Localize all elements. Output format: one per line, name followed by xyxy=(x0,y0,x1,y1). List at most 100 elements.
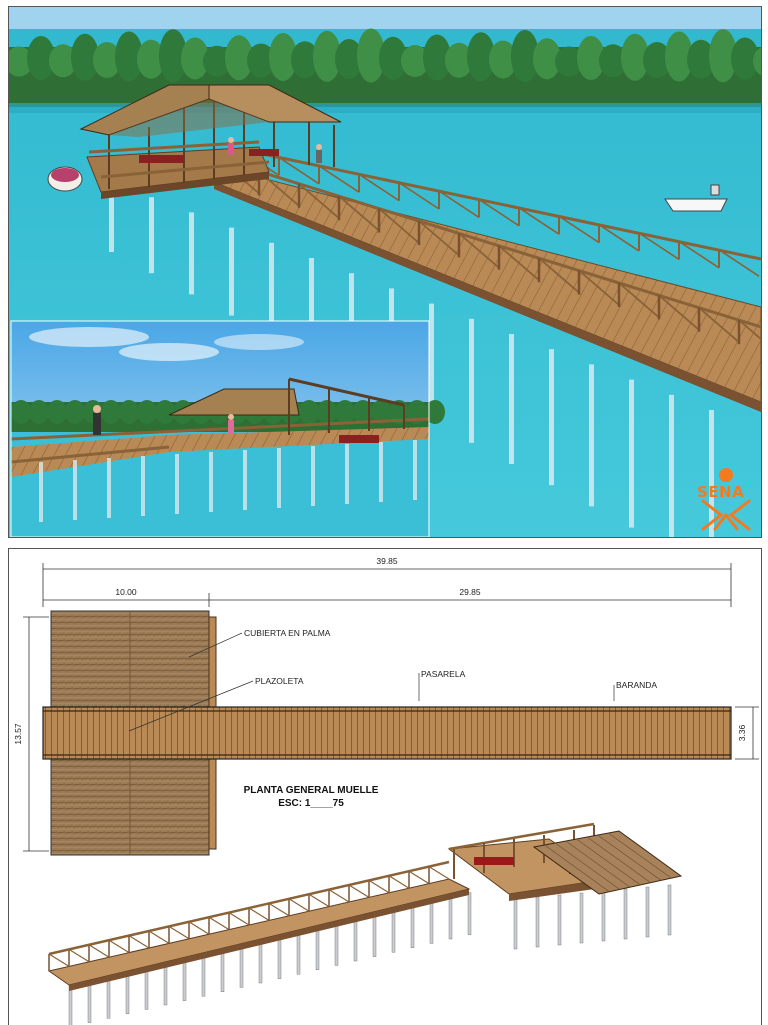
tree xyxy=(731,37,759,80)
roof-line xyxy=(565,840,631,888)
tree xyxy=(489,40,517,79)
pile xyxy=(372,914,377,957)
rail-brace xyxy=(478,198,520,227)
boat-left xyxy=(47,166,83,192)
pile xyxy=(667,884,672,936)
pile xyxy=(243,450,247,510)
pile xyxy=(175,454,179,514)
pile xyxy=(269,242,274,337)
pile xyxy=(107,458,111,518)
pile xyxy=(109,182,114,252)
tree xyxy=(49,44,77,78)
plan-title: PLANTA GENERAL MUELLE xyxy=(244,785,379,796)
plan-scale: ESC: 1____75 xyxy=(278,798,344,809)
pile xyxy=(296,932,301,975)
rail-brace xyxy=(148,930,170,944)
walkway-plan xyxy=(42,706,732,760)
tree xyxy=(119,400,139,424)
pile xyxy=(144,967,149,1010)
pile xyxy=(410,905,415,948)
rail-brace xyxy=(308,893,330,908)
tree xyxy=(137,400,157,424)
tree xyxy=(753,47,761,76)
rail-brace xyxy=(618,282,660,319)
tree xyxy=(71,33,99,81)
tree xyxy=(687,39,715,79)
rail-brace xyxy=(678,240,720,269)
tree xyxy=(47,400,67,424)
label-cubierta: CUBIERTA EN PALMA xyxy=(244,628,331,638)
rail-brace xyxy=(638,232,680,261)
render-view-inset xyxy=(10,320,445,537)
tree xyxy=(9,46,33,77)
pile xyxy=(182,958,187,1001)
tree xyxy=(467,32,495,82)
rail-brace xyxy=(68,948,90,963)
pile xyxy=(467,892,472,935)
tree xyxy=(379,36,407,80)
pile xyxy=(141,456,145,516)
rail-brace xyxy=(208,916,230,931)
tree xyxy=(425,400,445,424)
tree xyxy=(335,400,355,424)
railing-far xyxy=(238,147,761,277)
pile xyxy=(535,896,540,948)
pile xyxy=(334,923,339,966)
rail-brace xyxy=(388,875,410,889)
rail-brace xyxy=(738,319,761,341)
pile xyxy=(229,227,234,316)
roof-line xyxy=(597,834,662,881)
plan-drawing: 39.85 10.00 29.85 13.57 3.36 CUBIERTA EN… xyxy=(13,556,759,1025)
pile xyxy=(601,890,606,942)
tree xyxy=(29,400,49,424)
tree xyxy=(203,45,231,77)
rail-brace xyxy=(718,249,760,277)
pile xyxy=(258,940,263,984)
pile xyxy=(73,460,77,520)
tree xyxy=(65,400,85,424)
rail-brace xyxy=(598,223,640,252)
roof-line xyxy=(576,838,641,886)
pile xyxy=(413,440,417,500)
rail-brace xyxy=(268,902,290,917)
tree xyxy=(115,31,143,82)
rail-brace xyxy=(128,935,150,949)
dim-height: 13.57 xyxy=(13,723,23,745)
tree xyxy=(291,41,319,79)
label-baranda: BARANDA xyxy=(616,680,657,690)
pile xyxy=(209,452,213,512)
rail-brace xyxy=(108,939,130,954)
pile xyxy=(589,364,594,507)
rail-brace xyxy=(358,173,400,202)
rail-brace xyxy=(418,220,460,257)
rail-brace xyxy=(88,944,110,958)
rail-brace xyxy=(378,207,420,244)
pile xyxy=(353,918,358,962)
rail-brace xyxy=(498,245,540,281)
tree xyxy=(371,400,391,424)
render-scene: SENA xyxy=(9,7,761,537)
pile xyxy=(277,936,282,979)
dim-left: 10.00 xyxy=(115,587,137,597)
tree xyxy=(357,28,385,83)
rail-brace xyxy=(318,165,360,193)
tree xyxy=(401,45,429,77)
pile xyxy=(429,901,434,944)
tree xyxy=(709,29,737,83)
label-pasarela: PASARELA xyxy=(421,669,466,679)
rail-brace xyxy=(248,907,270,921)
tree xyxy=(93,42,121,78)
kiosk-roof xyxy=(79,84,342,137)
tree xyxy=(11,400,31,424)
pile xyxy=(201,954,206,997)
pile xyxy=(509,334,514,464)
rail-brace xyxy=(48,953,70,967)
pile xyxy=(345,444,349,504)
pile xyxy=(68,984,73,1025)
boat-right xyxy=(664,184,728,212)
tree xyxy=(247,43,275,78)
dimension-lines xyxy=(23,563,759,852)
tree xyxy=(555,46,583,77)
rail-brace xyxy=(658,294,700,331)
tree xyxy=(577,36,605,80)
